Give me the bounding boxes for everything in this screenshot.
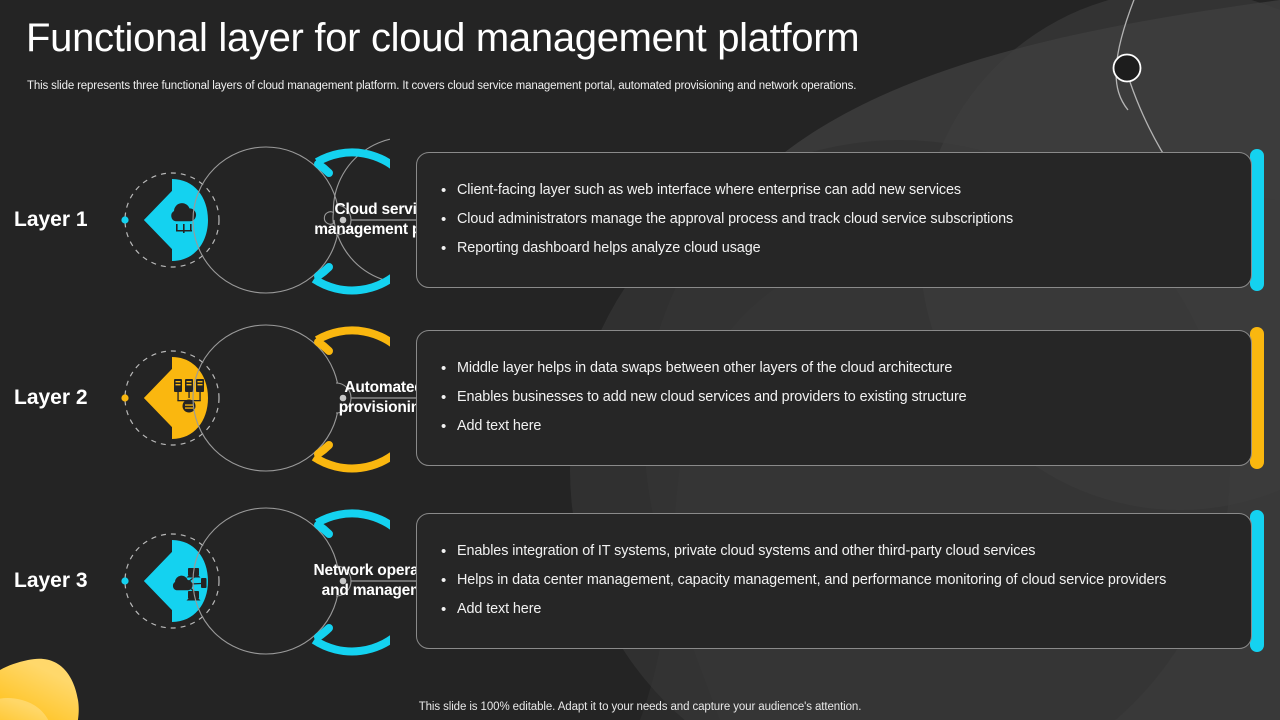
list-item: • Enables integration of IT systems, pri… — [441, 538, 1225, 567]
node-connector-dot — [339, 216, 347, 224]
node-graphic — [121, 138, 390, 295]
dashed-circle — [124, 533, 220, 629]
page-title: Functional layer for cloud management pl… — [26, 16, 860, 60]
footer-note: This slide is 100% editable. Adapt it to… — [418, 701, 862, 713]
bullet-text: Add text here — [457, 600, 542, 617]
bullet-text: Add text here — [457, 417, 542, 434]
list-item: • Client-facing layer such as web interf… — [441, 177, 1225, 206]
card-body: • Client-facing layer such as web interf… — [416, 152, 1252, 288]
layer-node[interactable]: Automated provisioning — [100, 313, 429, 483]
layer-label: Layer 1 — [14, 208, 88, 231]
server-rack-arrow-icon — [144, 357, 208, 439]
bullet-text: Reporting dashboard helps analyze cloud … — [457, 239, 761, 256]
bullet-icon: • — [441, 239, 447, 257]
dashed-circle — [124, 172, 220, 268]
layer-row: Layer 3 — [0, 496, 1280, 666]
node-accent-ring — [311, 326, 390, 473]
list-item: • Reporting dashboard helps analyze clou… — [441, 234, 1225, 263]
bullet-text: Enables integration of IT systems, priva… — [457, 543, 1036, 560]
layer-label: Layer 3 — [14, 569, 88, 592]
bullet-icon: • — [441, 211, 447, 229]
page-subtitle: This slide represents three functional l… — [27, 80, 857, 92]
layer-label: Layer 2 — [14, 386, 88, 409]
list-item: • Cloud administrators manage the approv… — [441, 206, 1225, 235]
layer-content-card[interactable]: • Middle layer helps in data swaps betwe… — [416, 313, 1264, 483]
layer-content-card[interactable]: • Client-facing layer such as web interf… — [416, 135, 1264, 305]
node-accent-ring — [311, 148, 390, 295]
bullet-text: Enables businesses to add new cloud serv… — [457, 389, 967, 406]
card-accent-bar — [1250, 327, 1264, 469]
layer-row: Layer 2 — [0, 313, 1280, 483]
layer-marker-dot — [121, 394, 129, 402]
node-title: Automated provisioning — [338, 379, 430, 416]
card-accent-bar — [1250, 510, 1264, 652]
bullet-icon: • — [441, 543, 447, 561]
cloud-upload-arrow-icon — [144, 179, 208, 261]
bullet-icon: • — [441, 360, 447, 378]
card-body: • Middle layer helps in data swaps betwe… — [416, 330, 1252, 466]
node-graphic — [121, 507, 390, 656]
bullet-icon: • — [441, 600, 447, 618]
bullet-icon: • — [441, 182, 447, 200]
list-item: • Add text here — [441, 595, 1225, 624]
bullet-text: Middle layer helps in data swaps between… — [457, 360, 953, 377]
dashed-circle — [124, 350, 220, 446]
list-item: • Add text here — [441, 412, 1225, 441]
list-item: • Enables businesses to add new cloud se… — [441, 384, 1225, 413]
bullet-text: Client-facing layer such as web interfac… — [457, 182, 962, 199]
node-accent-ring — [311, 509, 390, 656]
layer-marker-dot — [121, 577, 129, 585]
bullet-icon: • — [441, 417, 447, 435]
card-accent-bar — [1250, 149, 1264, 291]
node-graphic — [121, 324, 390, 473]
cloud-network-devices-arrow-icon — [144, 540, 208, 622]
layer-content-card[interactable]: • Enables integration of IT systems, pri… — [416, 496, 1264, 666]
layer-node[interactable]: Network operations and management — [100, 496, 455, 666]
layer-node[interactable]: Cloud service management portal — [100, 135, 454, 305]
list-item: • Helps in data center management, capac… — [441, 567, 1225, 596]
card-body: • Enables integration of IT systems, pri… — [416, 513, 1252, 649]
bullet-icon: • — [441, 389, 447, 407]
layer-row: Layer 1 — [0, 135, 1280, 305]
layer-marker-dot — [121, 216, 129, 224]
node-connector-dot — [339, 394, 347, 402]
bullet-text: Cloud administrators manage the approval… — [457, 211, 1014, 228]
bullet-text: Helps in data center management, capacit… — [457, 572, 1167, 589]
bullet-icon: • — [441, 572, 447, 590]
node-connector-dot — [339, 577, 347, 585]
list-item: • Middle layer helps in data swaps betwe… — [441, 355, 1225, 384]
